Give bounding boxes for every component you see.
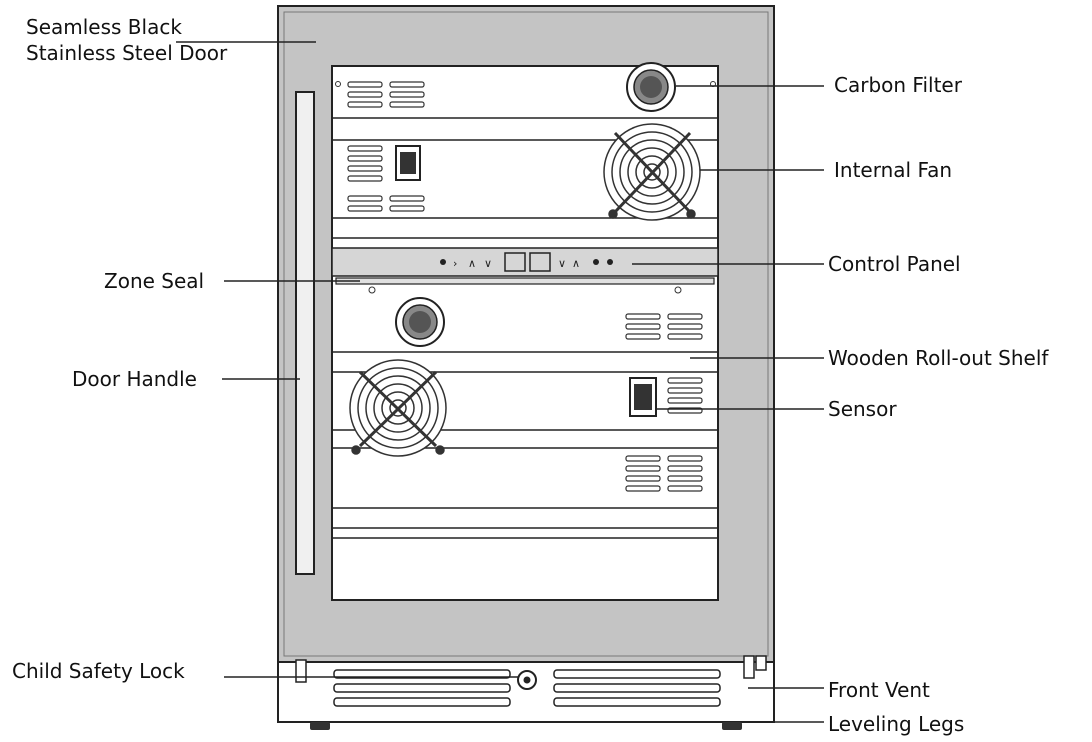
leveling-legs	[310, 722, 742, 730]
label-leveling-legs: Leveling Legs	[828, 712, 965, 736]
carbon-filter-lower	[395, 297, 445, 347]
label-child-lock: Child Safety Lock	[12, 659, 185, 683]
label-control-panel: Control Panel	[828, 252, 961, 276]
leader-lines	[176, 41, 824, 723]
label-door-handle: Door Handle	[72, 367, 197, 391]
internal-fan-upper	[603, 123, 701, 221]
label-door-line-2: Stainless Steel Door	[26, 41, 228, 65]
label-carbon-filter: Carbon Filter	[834, 73, 962, 97]
control-panel: › ∧ ∨ ∨ ∧	[331, 247, 719, 277]
front-vent	[333, 669, 721, 707]
carbon-filter-upper	[626, 62, 676, 112]
child-safety-lock	[517, 670, 537, 690]
label-sensor: Sensor	[828, 397, 897, 421]
svg-text:∧: ∧	[468, 257, 476, 270]
upper-vent-slots	[347, 81, 425, 212]
label-door: Seamless Black Stainless Steel Door	[26, 14, 227, 66]
label-internal-fan: Internal Fan	[834, 158, 953, 182]
internal-fan-lower	[349, 359, 447, 457]
label-door-line-1: Seamless Black	[26, 15, 182, 39]
sensor-lower	[629, 377, 657, 417]
lower-vent-slots	[625, 313, 703, 492]
label-zone-seal: Zone Seal	[104, 269, 205, 293]
label-wooden-shelf: Wooden Roll-out Shelf	[828, 346, 1049, 370]
door-handle	[295, 91, 315, 575]
svg-text:›: ›	[453, 257, 457, 270]
label-front-vent: Front Vent	[828, 678, 930, 702]
svg-text:∨: ∨	[484, 257, 492, 270]
svg-text:∧: ∧	[572, 257, 580, 270]
svg-text:∨: ∨	[558, 257, 566, 270]
sensor-upper	[395, 145, 421, 181]
